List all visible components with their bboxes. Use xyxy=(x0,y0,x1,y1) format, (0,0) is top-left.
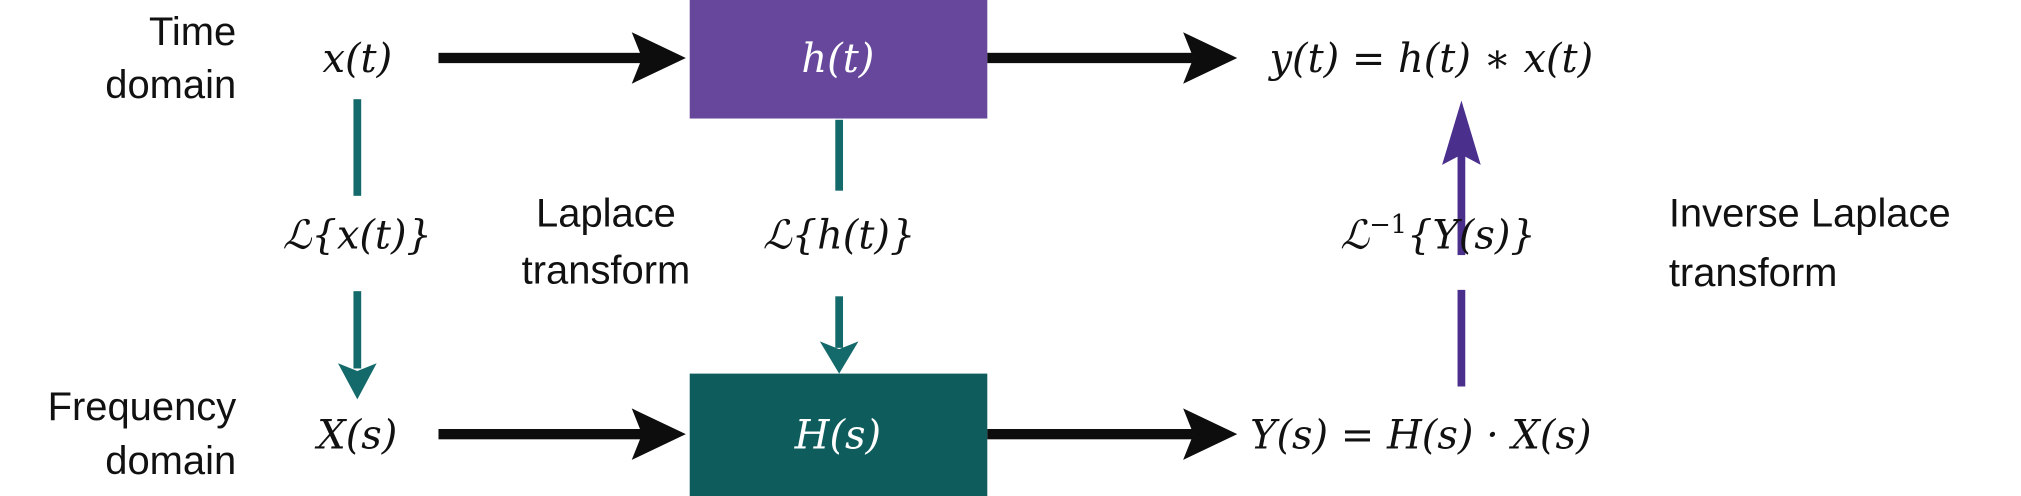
impulse-response-h-t: h(t) xyxy=(801,36,874,82)
laplace-of-x: ℒ{x(t)} xyxy=(283,213,432,259)
input-signal-x-t: x(t) xyxy=(322,36,392,82)
laplace-transform-label-line2: transform xyxy=(522,248,691,292)
inverse-exponent: −1 xyxy=(1369,210,1407,240)
output-signal-y-t: y(t) = h(t) ∗ x(t) xyxy=(1267,36,1593,82)
teal-line-x-top xyxy=(353,99,362,196)
teal-line-h-top xyxy=(835,119,844,191)
inverse-laplace-operator: ℒ xyxy=(1340,213,1370,259)
output-transform-Y-s: Y(s) = H(s) · X(s) xyxy=(1250,412,1591,458)
transfer-function-box xyxy=(689,373,988,496)
arrow-h-to-y xyxy=(987,32,1238,84)
time-domain-label-line2: domain xyxy=(105,63,236,107)
transfer-function-H-s: H(s) xyxy=(794,412,881,458)
teal-arrow-x-down xyxy=(338,291,377,400)
arrow-X-to-H xyxy=(438,408,686,460)
arrow-x-to-h xyxy=(438,32,686,84)
frequency-domain-label-line2: domain xyxy=(105,439,236,483)
inverse-argument: {Y(s)} xyxy=(1407,213,1536,259)
inverse-laplace-label-line2: transform xyxy=(1669,251,1838,295)
inverse-laplace-label: Inverse Laplace xyxy=(1669,192,1951,236)
frequency-domain-label: Frequency xyxy=(48,385,237,429)
arrow-H-to-Y xyxy=(987,408,1238,460)
purple-arrow-up xyxy=(1442,100,1481,387)
laplace-of-h: ℒ{h(t)} xyxy=(763,213,915,259)
teal-arrow-h-down xyxy=(819,296,859,374)
laplace-transform-label: Laplace xyxy=(536,192,676,236)
time-domain-label: Time xyxy=(149,10,236,54)
inverse-laplace-of-Y: ℒ−1{Y(s)} xyxy=(1340,210,1536,258)
input-transform-X-s: X(s) xyxy=(314,412,397,458)
impulse-response-box xyxy=(689,0,988,119)
